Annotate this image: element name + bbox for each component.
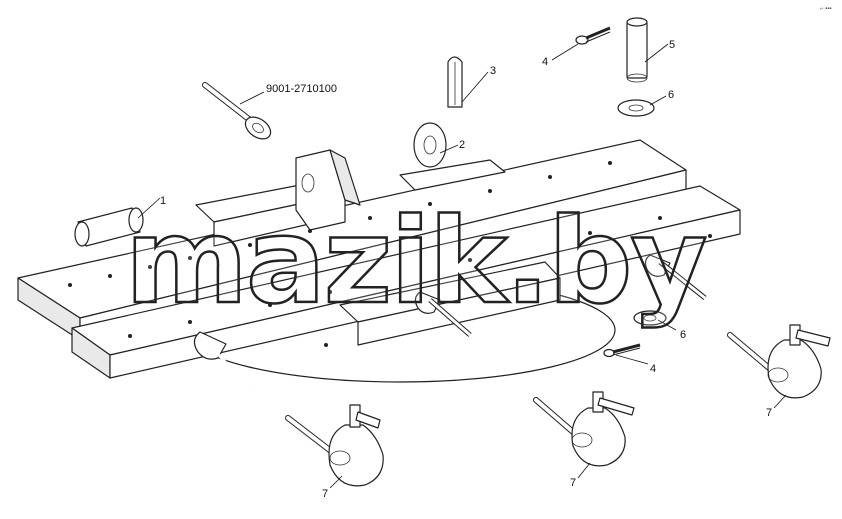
- label-item-7-left: 7: [322, 488, 328, 500]
- installed-hook-left: [193, 331, 252, 391]
- cotter-pin-part-4-right: [603, 343, 641, 358]
- bushing-part-1: [74, 207, 144, 247]
- label-item-1: 1: [160, 195, 166, 207]
- washer-part-2: [413, 122, 447, 168]
- hook-part-7-center: [533, 391, 635, 467]
- label-item-4-right: 4: [650, 363, 656, 375]
- installed-hook-center: [414, 291, 472, 337]
- label-item-6-right: 6: [680, 329, 686, 341]
- frame-cross-members: [195, 159, 561, 346]
- clip-part-3: [447, 56, 463, 108]
- washer-part-6-top: [617, 99, 655, 117]
- washer-part-6-right: [633, 310, 667, 326]
- pin-9001-2710100: [202, 82, 272, 140]
- callouts: 9001-2710100 1 2 3 4 5 6 6 4 7 7 7: [160, 39, 772, 500]
- label-item-3: 3: [490, 65, 496, 77]
- label-item-7-center: 7: [570, 477, 576, 489]
- frame-holes: [68, 161, 712, 347]
- label-part-number: 9001-2710100: [266, 83, 337, 95]
- watermark: mazik.by: [125, 192, 705, 330]
- label-item-5: 5: [669, 39, 675, 51]
- leader-lines: [137, 43, 787, 489]
- installed-hook-right: [644, 254, 707, 300]
- label-item-7-right: 7: [766, 407, 772, 419]
- frame-center-bracket: [295, 149, 361, 231]
- hook-part-7-right: [727, 324, 831, 399]
- label-item-6-top: 6: [668, 89, 674, 101]
- label-item-2: 2: [459, 139, 465, 151]
- label-item-4-top: 4: [542, 56, 548, 68]
- pin-part-5: [626, 17, 648, 83]
- cotter-pin-part-4-top: [575, 26, 611, 45]
- hook-part-7-left: [285, 404, 384, 487]
- corner-mark: ⌐ ▪▪▪: [820, 6, 832, 12]
